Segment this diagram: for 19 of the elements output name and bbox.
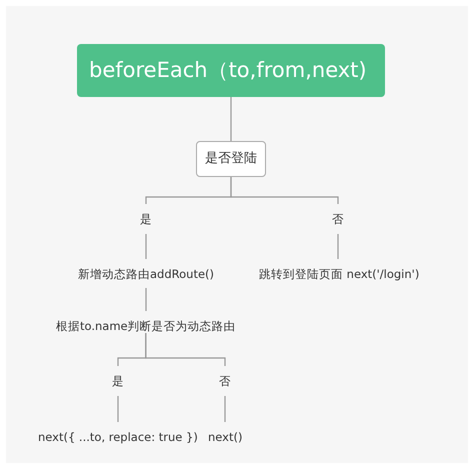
step-text: 否 — [219, 374, 231, 388]
step-text: 跳转到登陆页面 next('/login') — [259, 267, 420, 281]
connector-line — [145, 234, 147, 259]
step-text: next() — [208, 430, 242, 444]
connector-line — [230, 177, 339, 204]
step-text: 根据to.name判断是否为动态路由 — [56, 319, 236, 333]
decision-box: 是否登陆 — [196, 141, 266, 177]
title-box: beforeEach（to,from,next) — [77, 44, 385, 97]
step-text: 新增动态路由addRoute() — [78, 267, 214, 281]
connector-line — [337, 234, 339, 259]
connector-line — [230, 97, 232, 141]
step-text: next({ ...to, replace: true }) — [38, 430, 198, 444]
step-text: 是 — [140, 212, 152, 226]
step-text: 否 — [332, 212, 344, 226]
step-text: 是 — [112, 374, 124, 388]
connector-line — [145, 288, 147, 311]
connector-line — [145, 333, 226, 366]
connector-line — [117, 396, 119, 422]
connector-line — [224, 396, 226, 422]
